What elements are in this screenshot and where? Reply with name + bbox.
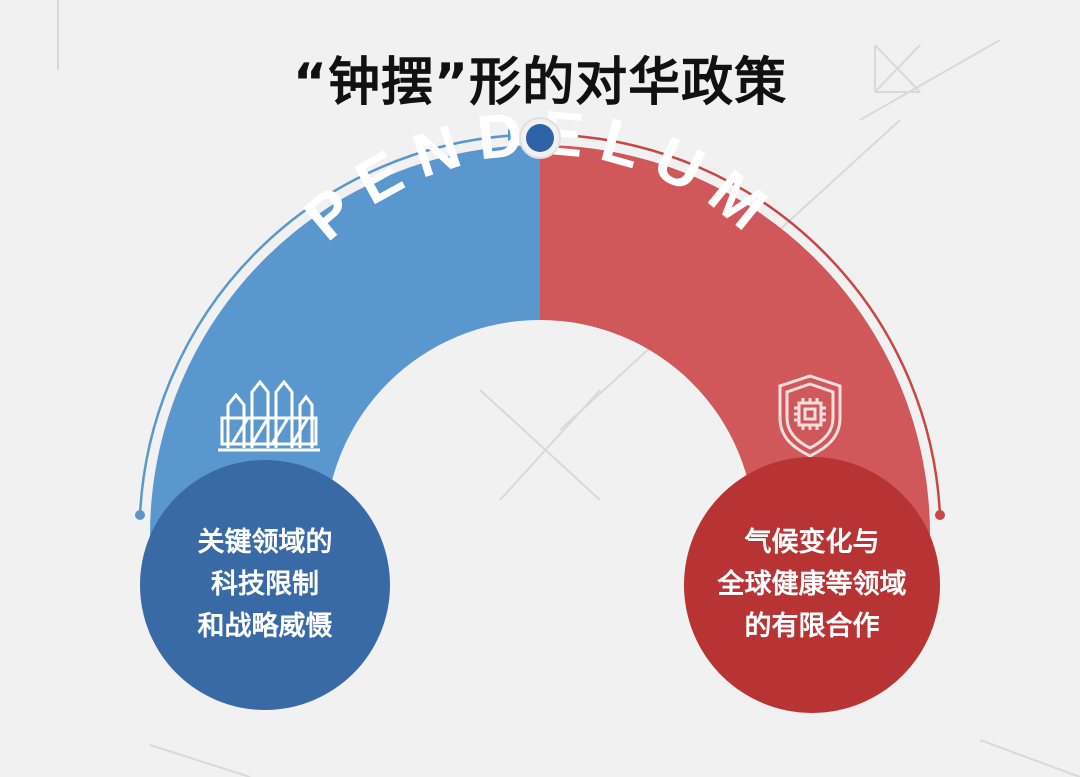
left-policy-line-3: 和战略威慑 [197,611,333,642]
shield-chip-icon [778,374,842,458]
left-policy-circle [140,460,390,710]
right-policy-line-2: 全球健康等领域 [717,569,907,600]
right-arc-endpoint [935,510,945,520]
right-policy-text: 气候变化与 全球健康等领域 的有限合作 [684,522,940,648]
right-policy-line-3: 的有限合作 [744,611,880,642]
left-policy-text: 关键领域的 科技限制 和战略威慑 [140,522,390,648]
left-arc-arrowhead [508,129,520,141]
right-policy-line-1: 气候变化与 [744,527,880,558]
fence-barrier-icon [218,379,320,452]
left-arc-endpoint [135,510,145,520]
left-policy-line-2: 科技限制 [211,569,319,600]
blue-arc-segment [150,145,540,535]
pendulum-pivot-dot [526,124,554,152]
left-outer-arc [138,133,521,516]
right-policy-circle [684,457,940,713]
right-outer-arc [559,133,942,516]
page-title: “钟摆”形的对华政策 [292,53,788,113]
left-policy-line-1: 关键领域的 [197,527,333,558]
